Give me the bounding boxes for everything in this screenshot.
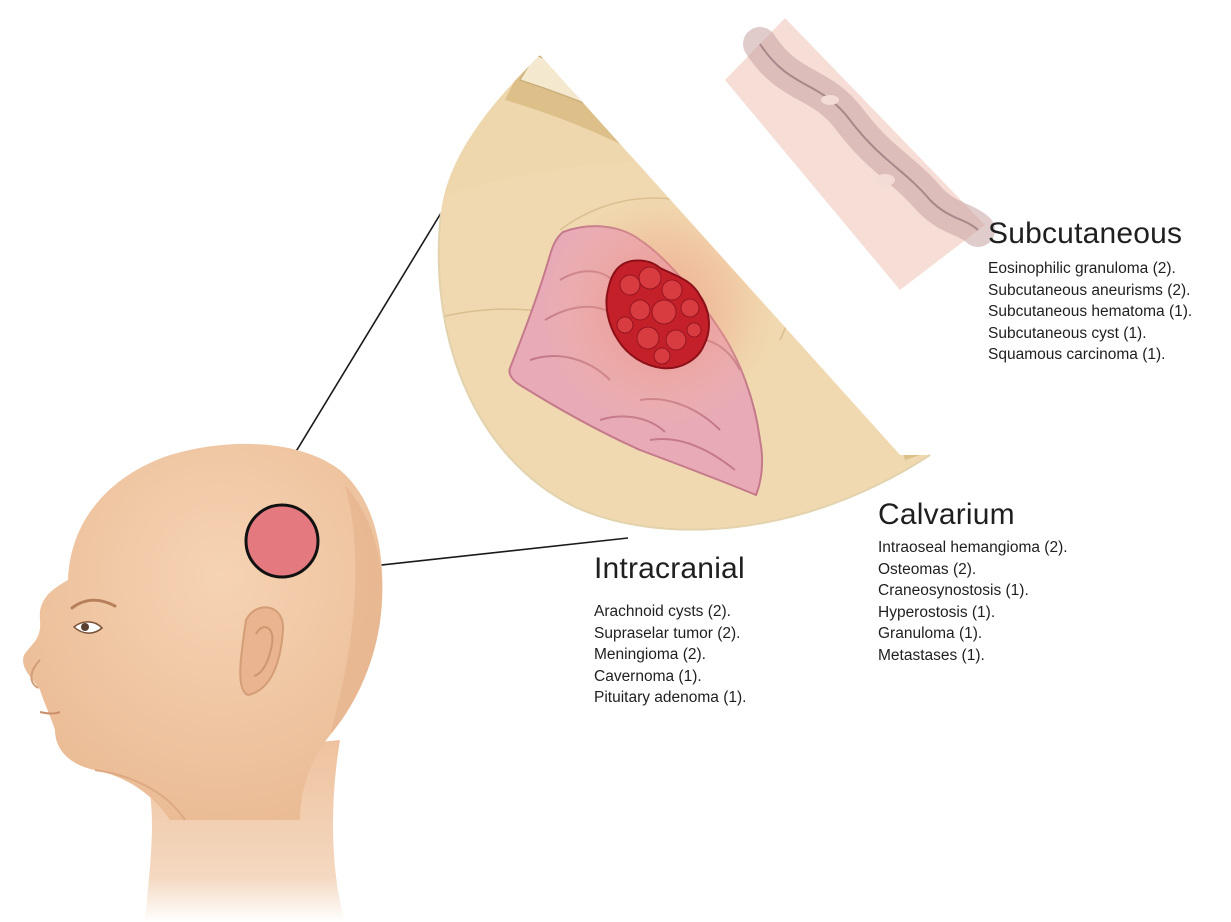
subcutaneous-list: Eosinophilic granuloma (2). Subcutaneous… — [988, 258, 1192, 366]
list-item: Osteomas (2). — [878, 559, 1068, 581]
list-item: Eosinophilic granuloma (2). — [988, 258, 1192, 280]
list-item: Metastases (1). — [878, 645, 1068, 667]
list-item: Subcutaneous hematoma (1). — [988, 301, 1192, 323]
list-item: Meningioma (2). — [594, 644, 747, 666]
list-item: Hyperostosis (1). — [878, 602, 1068, 624]
list-item: Subcutaneous aneurisms (2). — [988, 280, 1192, 302]
skin-layer-illustration — [725, 18, 985, 290]
subcutaneous-title: Subcutaneous — [988, 216, 1192, 252]
intracranial-list: Arachnoid cysts (2). Supraselar tumor (2… — [594, 601, 747, 709]
lesion-marker — [246, 505, 318, 577]
subcutaneous-group: Subcutaneous Eosinophilic granuloma (2).… — [988, 216, 1192, 366]
list-item: Arachnoid cysts (2). — [594, 601, 747, 623]
list-item: Subcutaneous cyst (1). — [988, 323, 1192, 345]
list-item: Pituitary adenoma (1). — [594, 687, 747, 709]
calvarium-list: Intraoseal hemangioma (2). Osteomas (2).… — [878, 537, 1068, 666]
head-profile-illustration — [23, 444, 382, 922]
list-item: Craneosynostosis (1). — [878, 580, 1068, 602]
list-item: Granuloma (1). — [878, 623, 1068, 645]
calvarial-lesion — [848, 315, 919, 385]
intracranial-title: Intracranial — [594, 551, 747, 587]
calvarium-group: Calvarium Intraoseal hemangioma (2). Ost… — [878, 497, 1068, 666]
list-item: Squamous carcinoma (1). — [988, 344, 1192, 366]
intracranial-group: Intracranial Arachnoid cysts (2). Supras… — [594, 551, 747, 709]
list-item: Supraselar tumor (2). — [594, 623, 747, 645]
list-item: Intraoseal hemangioma (2). — [878, 537, 1068, 559]
calvarium-title: Calvarium — [878, 497, 1068, 533]
list-item: Cavernoma (1). — [594, 666, 747, 688]
